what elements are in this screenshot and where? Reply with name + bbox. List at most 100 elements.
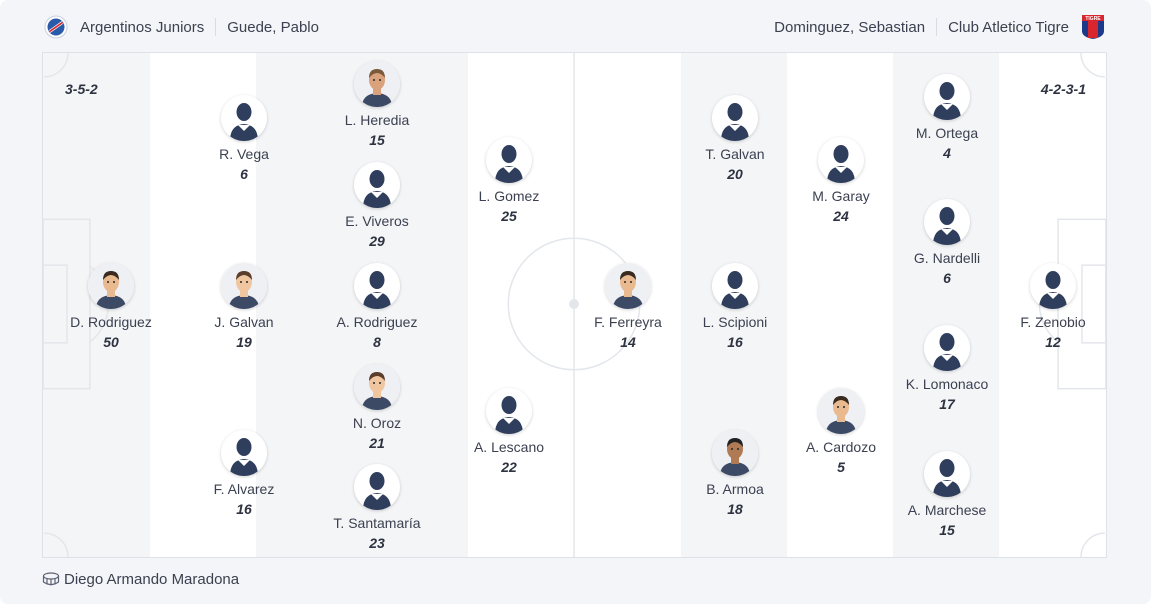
player-number: 18 <box>727 501 743 517</box>
away-player[interactable]: K. Lomonaco 17 <box>887 325 1007 412</box>
home-team-header: Argentinos Juniors Guede, Pablo <box>44 14 319 40</box>
player-silhouette-icon <box>486 137 532 183</box>
player-silhouette-icon <box>354 263 400 309</box>
player-name: A. Marchese <box>907 502 987 518</box>
player-name: M. Ortega <box>915 125 979 141</box>
player-name: A. Lescano <box>473 439 545 455</box>
player-silhouette-icon <box>712 263 758 309</box>
away-coach-name[interactable]: Dominguez, Sebastian <box>774 18 926 36</box>
away-player[interactable]: A. Marchese 15 <box>887 451 1007 538</box>
home-coach-name[interactable]: Guede, Pablo <box>227 18 319 36</box>
tigre-logo-text: TIGRE <box>1085 16 1101 22</box>
player-name: E. Viveros <box>345 213 409 229</box>
player-silhouette-icon <box>354 464 400 510</box>
player-number: 29 <box>369 233 385 249</box>
away-player[interactable]: G. Nardelli 6 <box>887 199 1007 286</box>
player-number: 5 <box>837 459 845 475</box>
player-number: 6 <box>240 166 248 182</box>
player-number: 14 <box>620 334 636 350</box>
home-player[interactable]: L. Heredia 15 <box>317 61 437 148</box>
away-player[interactable]: F. Ferreyra 14 <box>568 263 688 350</box>
player-name: L. Heredia <box>344 112 410 128</box>
home-player[interactable]: R. Vega 6 <box>184 95 304 182</box>
home-player[interactable]: L. Gomez 25 <box>449 137 569 224</box>
player-name: F. Ferreyra <box>594 314 662 330</box>
away-team-header: Dominguez, Sebastian Club Atletico Tigre… <box>774 14 1105 40</box>
away-formation: 4-2-3-1 <box>1040 81 1086 97</box>
away-player[interactable]: T. Galvan 20 <box>675 95 795 182</box>
player-number: 6 <box>943 270 951 286</box>
away-player[interactable]: L. Scipioni 16 <box>675 263 795 350</box>
player-silhouette-icon <box>712 95 758 141</box>
home-player[interactable]: E. Viveros 29 <box>317 162 437 249</box>
player-number: 25 <box>501 208 517 224</box>
player-number: 4 <box>943 145 951 161</box>
player-name: D. Rodriguez <box>70 314 152 330</box>
player-name: M. Garay <box>812 188 870 204</box>
home-team-name[interactable]: Argentinos Juniors <box>80 18 205 36</box>
lineup-header: Argentinos Juniors Guede, Pablo Domingue… <box>0 0 1151 52</box>
home-player[interactable]: A. Lescano 22 <box>449 388 569 475</box>
away-player[interactable]: M. Garay 24 <box>781 137 901 224</box>
argentinos-crest-icon[interactable] <box>44 15 68 39</box>
away-player[interactable]: F. Zenobio 12 <box>993 263 1106 350</box>
player-photo <box>221 263 267 309</box>
player-number: 8 <box>373 334 381 350</box>
player-number: 12 <box>1045 334 1061 350</box>
away-player[interactable]: A. Cardozo 5 <box>781 388 901 475</box>
away-player[interactable]: B. Armoa 18 <box>675 430 795 517</box>
player-photo <box>818 388 864 434</box>
player-name: T. Galvan <box>705 146 765 162</box>
home-player[interactable]: A. Rodriguez 8 <box>317 263 437 350</box>
player-number: 21 <box>369 435 385 451</box>
header-divider <box>215 18 217 36</box>
away-team-name[interactable]: Club Atletico Tigre <box>948 18 1069 36</box>
player-number: 24 <box>833 208 849 224</box>
player-name: F. Alvarez <box>213 481 275 497</box>
player-silhouette-icon <box>1030 263 1076 309</box>
player-number: 16 <box>727 334 743 350</box>
tigre-crest-icon[interactable]: TIGRE <box>1081 14 1105 40</box>
venue-info: Diego Armando Maradona <box>42 568 239 590</box>
away-player[interactable]: M. Ortega 4 <box>887 74 1007 161</box>
player-name: N. Oroz <box>352 415 402 431</box>
player-silhouette-icon <box>924 451 970 497</box>
player-silhouette-icon <box>924 325 970 371</box>
player-name: A. Rodriguez <box>336 314 418 330</box>
player-photo <box>712 430 758 476</box>
home-player[interactable]: N. Oroz 21 <box>317 364 437 451</box>
player-photo <box>354 61 400 107</box>
player-number: 16 <box>236 501 252 517</box>
player-name: K. Lomonaco <box>905 376 989 392</box>
player-name: A. Cardozo <box>805 439 877 455</box>
header-divider <box>936 18 938 36</box>
player-name: G. Nardelli <box>913 250 981 266</box>
player-name: F. Zenobio <box>1020 314 1086 330</box>
stadium-icon <box>42 571 60 587</box>
player-silhouette-icon <box>221 95 267 141</box>
player-name: L. Gomez <box>478 188 540 204</box>
player-number: 20 <box>727 166 743 182</box>
player-photo <box>88 263 134 309</box>
player-silhouette-icon <box>924 199 970 245</box>
player-name: B. Armoa <box>706 481 764 497</box>
player-photo <box>354 364 400 410</box>
player-silhouette-icon <box>818 137 864 183</box>
player-number: 15 <box>369 132 385 148</box>
player-name: L. Scipioni <box>702 314 768 330</box>
player-number: 15 <box>939 522 955 538</box>
player-silhouette-icon <box>924 74 970 120</box>
player-name: T. Santamaría <box>333 515 421 531</box>
home-player[interactable]: F. Alvarez 16 <box>184 430 304 517</box>
player-silhouette-icon <box>354 162 400 208</box>
player-number: 17 <box>939 396 955 412</box>
player-number: 22 <box>501 459 517 475</box>
player-name: R. Vega <box>219 146 269 162</box>
stadium-name[interactable]: Diego Armando Maradona <box>64 570 240 588</box>
player-silhouette-icon <box>221 430 267 476</box>
